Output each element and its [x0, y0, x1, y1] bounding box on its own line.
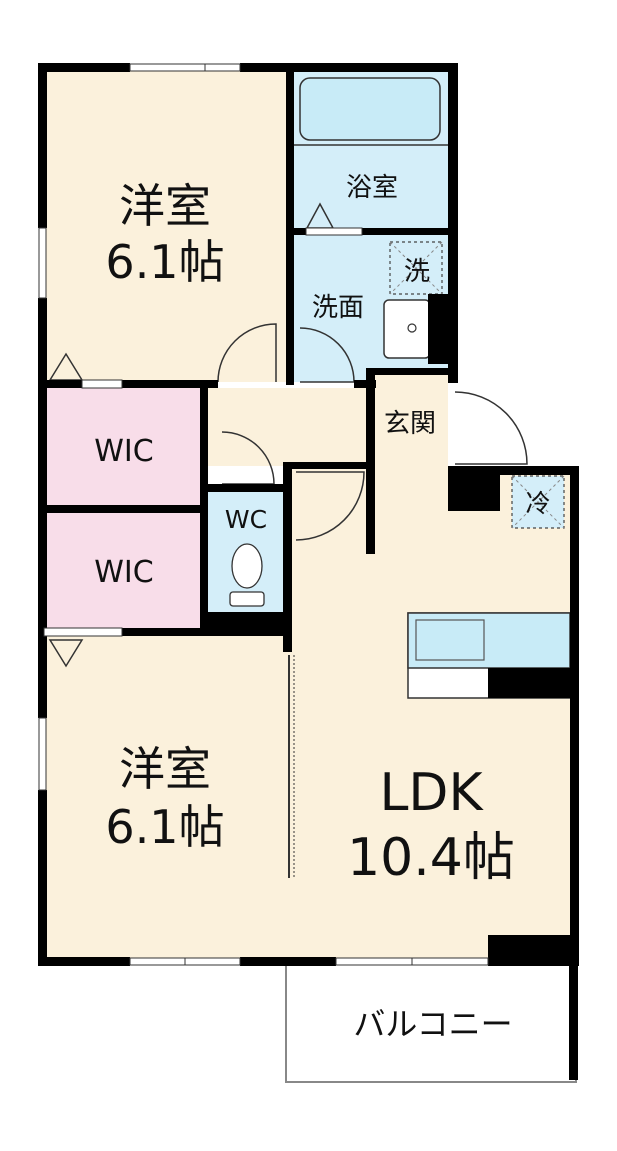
wall-wash-bottom — [354, 380, 376, 388]
western-room-bottom-name: 洋室 — [119, 742, 211, 796]
ldk-floor — [290, 468, 575, 958]
wall-ldk-top — [448, 466, 579, 475]
door-swing-washroom — [299, 327, 355, 383]
door-swing-western-top — [217, 323, 277, 383]
western-room-top-size: 6.1帖 — [105, 235, 224, 289]
balcony-wall — [569, 962, 578, 1080]
wic-top-label: WIC — [94, 434, 153, 469]
wall-west-bottom-top — [38, 628, 292, 636]
wall-wic-divider — [38, 505, 208, 513]
wall-left-top — [38, 63, 47, 228]
laundry-label: 洗 — [404, 257, 430, 287]
western-room-bottom-floor — [45, 633, 290, 958]
wall-entrance-stem — [366, 462, 375, 554]
kitchen-wall-block — [488, 668, 576, 698]
balcony-label: バルコニー — [353, 1005, 512, 1043]
window-left-bottom — [38, 717, 47, 791]
washbasin-drain — [407, 323, 417, 333]
wall-entrance-left — [366, 368, 375, 468]
wall-west-top-closet-door — [81, 379, 123, 389]
wall-bath-door-gap — [305, 227, 363, 236]
toilet-label: WC — [225, 505, 267, 534]
wall-ldk-corner-block — [488, 935, 576, 965]
ldk-name: LDK — [379, 763, 484, 823]
wall-bath-wash — [293, 228, 448, 235]
washroom-label: 洗面 — [312, 293, 364, 323]
western-room-top-name: 洋室 — [119, 179, 211, 233]
toilet-bowl — [231, 543, 263, 589]
entrance-label: 玄関 — [384, 409, 436, 439]
wic-bottom-label: WIC — [94, 555, 153, 590]
wic-top-floor — [45, 388, 200, 505]
bathtub — [299, 77, 441, 141]
wall-entrance-block — [448, 466, 500, 511]
wall-right-ldk — [570, 466, 579, 966]
toilet-tank — [229, 591, 265, 607]
fridge-label: 冷 — [525, 489, 550, 518]
wall-western-top-right — [286, 63, 294, 385]
kitchen-sink-basin — [415, 619, 485, 661]
door-swing-ldk — [295, 471, 365, 541]
wall-bottom-left — [38, 957, 130, 966]
wall-hall-ldk-top — [283, 462, 373, 469]
wall-top-mid — [240, 63, 458, 72]
wall-top-left — [38, 63, 130, 72]
entrance-floor — [373, 370, 448, 468]
bath-label: 浴室 — [346, 173, 398, 203]
window-top — [129, 63, 241, 72]
laundry-cross-b — [389, 241, 443, 295]
door-swing-entrance — [454, 391, 528, 465]
wall-toilet-right — [283, 462, 292, 652]
wall-wash-right-block — [428, 294, 448, 364]
wall-toilet-top — [200, 484, 290, 492]
window-left-top — [38, 227, 47, 299]
wall-bottom-mid — [240, 957, 336, 966]
wall-west-top-bottom-left — [38, 380, 218, 388]
washbasin — [383, 299, 431, 359]
wall-right-upper — [448, 63, 458, 383]
ldk-size: 10.4帖 — [347, 828, 515, 888]
wall-west-bottom-closet-door — [43, 627, 123, 637]
hallway-floor — [205, 388, 370, 466]
wic-bottom-floor — [45, 513, 200, 631]
fridge-cross-b — [511, 475, 565, 529]
western-room-bottom-size: 6.1帖 — [105, 800, 224, 854]
door-swing-toilet — [221, 431, 275, 485]
wall-entrance-top — [366, 368, 456, 375]
closet-door-triangle-bottom — [48, 639, 84, 668]
wall-toilet-bottom — [200, 612, 292, 634]
wall-left-bottom — [38, 790, 47, 966]
